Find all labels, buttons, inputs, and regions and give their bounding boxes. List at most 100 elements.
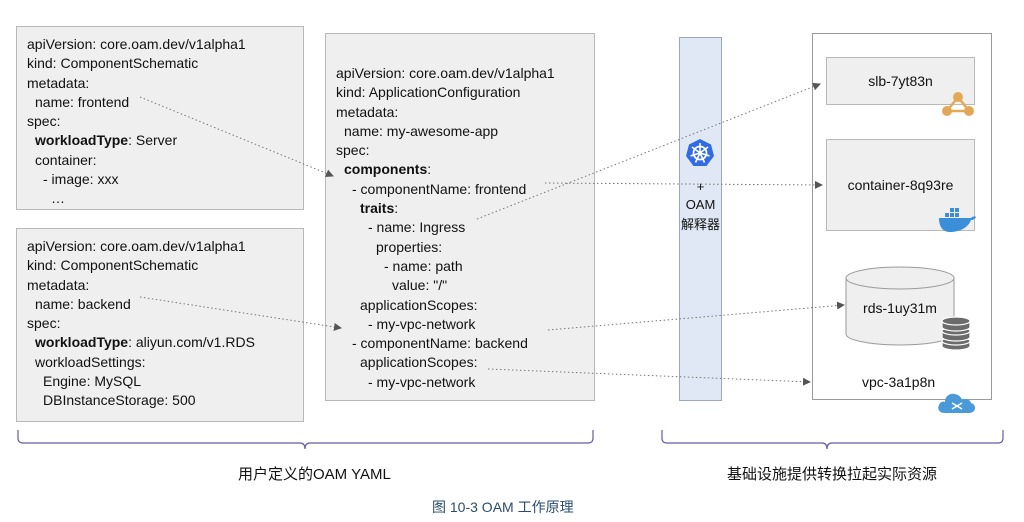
code-value: "/"	[429, 277, 448, 294]
database-stack-icon	[941, 316, 971, 351]
code-key: metadata:	[27, 276, 90, 293]
cloud-network-icon	[938, 393, 975, 413]
code-key: name:	[344, 122, 383, 139]
code-key: workloadType	[35, 334, 129, 351]
code-line: - my-vpc-network	[336, 373, 555, 392]
arrow-backend-to-config	[139, 296, 342, 331]
code-value: : aliyun.com/v1.RDS	[128, 334, 255, 351]
code-key: traits	[360, 200, 395, 217]
code-key: - componentName:	[352, 180, 472, 197]
code-line: apiVersion: core.oam.dev/v1alpha1	[27, 35, 246, 54]
code-line: apiVersion: core.oam.dev/v1alpha1	[336, 64, 555, 83]
code-value: frontend	[73, 93, 130, 110]
code-line: workloadSettings:	[27, 353, 255, 372]
code-line: apiVersion: core.oam.dev/v1alpha1	[27, 237, 255, 256]
kubernetes-wheel-icon	[686, 139, 714, 166]
code-line: applicationScopes:	[336, 353, 555, 372]
code-line: workloadType: aliyun.com/v1.RDS	[27, 333, 255, 352]
code-key: - name:	[384, 257, 432, 274]
interpreter-name: OAM	[685, 197, 716, 212]
arrow-frontend-to-config	[139, 96, 334, 178]
code-line: spec:	[336, 141, 555, 160]
arrow-backend-to-rds	[547, 301, 845, 331]
code-line: - my-vpc-network	[336, 315, 555, 334]
code-key: container:	[35, 151, 97, 168]
code-key: value:	[392, 277, 430, 294]
left-section-label: 用户定义的OAM YAML	[238, 466, 391, 483]
code-value: ApplicationConfiguration	[365, 84, 521, 101]
code-key: metadata:	[336, 103, 399, 120]
code-value: :	[427, 161, 432, 178]
code-value: Ingress	[415, 219, 466, 236]
code-line: value: "/"	[336, 276, 555, 295]
code-key: - image:	[43, 171, 94, 188]
code-value: my-awesome-app	[382, 122, 499, 139]
code-key: spec:	[27, 315, 61, 332]
code-line: Engine: MySQL	[27, 372, 255, 391]
code-value: ComponentSchematic	[56, 55, 199, 72]
code-line: DBInstanceStorage: 500	[27, 391, 255, 410]
code-line: name: frontend	[27, 93, 246, 112]
docker-whale-icon	[939, 208, 976, 232]
rds-cylinder	[845, 266, 955, 346]
code-key: kind:	[336, 84, 366, 101]
code-key: applicationScopes:	[360, 354, 478, 371]
code-key: workloadSettings:	[35, 353, 146, 370]
code-line: container:	[27, 151, 246, 170]
code-value: MySQL	[90, 373, 142, 390]
code-line: name: backend	[27, 295, 255, 314]
code-value: :	[394, 200, 399, 217]
code-key: metadata:	[27, 74, 90, 91]
slb-resource: slb-7yt83n	[826, 57, 975, 105]
code-line: properties:	[336, 238, 555, 257]
code-key: applicationScopes:	[360, 296, 478, 313]
code-line: - name: Ingress	[336, 218, 555, 237]
code-key: apiVersion:	[27, 238, 97, 254]
code-key: …	[51, 190, 65, 207]
code-line: kind: ApplicationConfiguration	[336, 83, 555, 102]
code-line: name: my-awesome-app	[336, 122, 555, 141]
container-label: container-8q93re	[847, 177, 954, 193]
code-line: - image: xxx	[27, 170, 246, 189]
load-balancer-icon	[942, 92, 974, 116]
code-line: components:	[336, 160, 555, 179]
slb-label: slb-7yt83n	[868, 73, 933, 89]
code-key: spec:	[27, 113, 61, 130]
code-key: properties:	[376, 238, 443, 255]
bracket-right	[661, 430, 1004, 450]
code-line: spec:	[27, 112, 246, 131]
code-line: metadata:	[27, 74, 246, 93]
code-value: path	[431, 257, 463, 274]
code-value: core.oam.dev/v1alpha1	[405, 65, 555, 81]
vpc-label: vpc-3a1p8n	[862, 374, 936, 390]
code-line: - componentName: frontend	[336, 180, 555, 199]
code-line: - componentName: backend	[336, 334, 555, 353]
code-line: - name: path	[336, 257, 555, 276]
code-key: spec:	[336, 142, 370, 159]
code-key: components	[344, 161, 428, 178]
code-key: kind:	[27, 55, 57, 72]
code-value: core.oam.dev/v1alpha1	[96, 36, 246, 52]
figure-caption: 图 10-3 OAM 工作原理	[432, 499, 574, 515]
rds-label: rds-1uy31m	[863, 300, 937, 316]
code-line: applicationScopes:	[336, 296, 555, 315]
code-key: - name:	[368, 219, 416, 236]
code-key: apiVersion:	[27, 36, 97, 52]
code-key: apiVersion:	[336, 65, 406, 81]
bracket-left	[17, 430, 594, 450]
container-resource: container-8q93re	[826, 139, 975, 231]
oam-interpreter-column: + OAM 解释器	[679, 37, 722, 401]
code-line: spec:	[27, 314, 255, 333]
code-value: 500	[168, 392, 196, 409]
interpreter-subtitle: 解释器	[680, 217, 720, 232]
code-key: name:	[35, 295, 74, 312]
code-line: kind: ComponentSchematic	[27, 54, 246, 73]
code-value: backend	[471, 335, 528, 352]
arrow-ingress-to-slb	[476, 82, 821, 220]
code-key: Engine:	[43, 373, 91, 390]
